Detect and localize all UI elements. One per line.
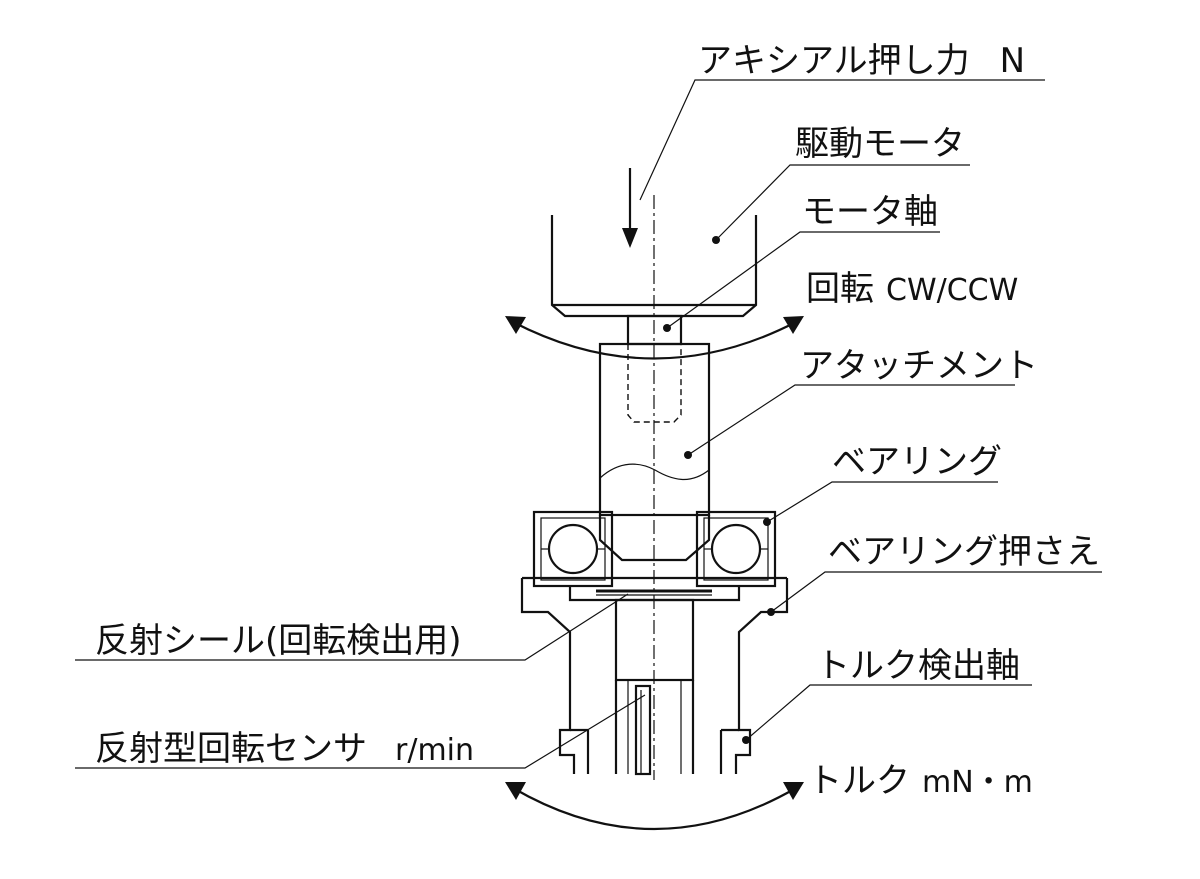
label-motor-shaft: モータ軸 (802, 192, 938, 232)
axial-force-arrow (622, 168, 638, 248)
attachment (598, 342, 711, 562)
bearing-retainer (520, 576, 789, 774)
torque-shaft (614, 598, 695, 774)
label-reflective-seal: 反射シール(回転検出用) (95, 621, 462, 661)
leaders (75, 79, 1102, 769)
label-drive-motor: 駆動モータ (795, 124, 965, 164)
bearing-left (532, 510, 614, 588)
label-bearing: ベアリング (832, 442, 1002, 482)
reflective-seal (596, 589, 712, 596)
rotation-sensor (634, 684, 652, 776)
label-bearing-retainer: ベアリング押さえ (828, 532, 1100, 572)
rotation-arrow-top (505, 316, 804, 360)
torque-arrow-bottom (505, 782, 804, 831)
label-attachment: アタッチメント (800, 346, 1038, 386)
label-torque-shaft: トルク検出軸 (816, 646, 1020, 686)
bearing-right (695, 510, 777, 588)
